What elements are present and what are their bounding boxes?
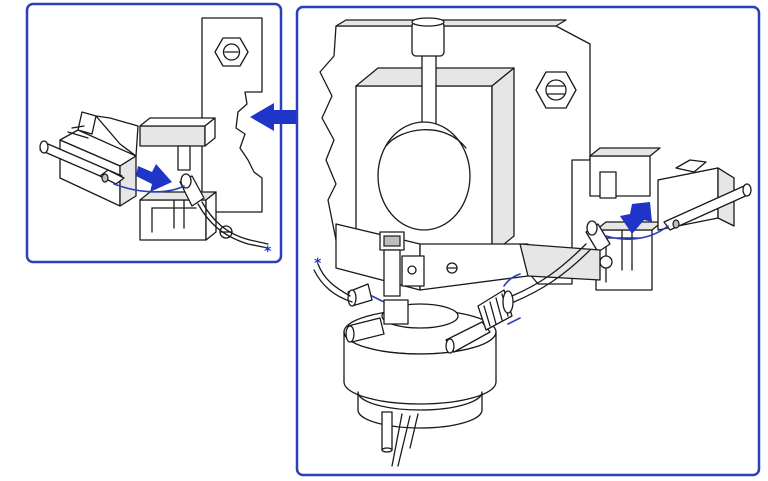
main-hex-nut [535, 71, 577, 109]
main-top-rod [411, 17, 445, 133]
detail-probe-rod [39, 140, 125, 185]
main-threaded-connector [477, 289, 514, 331]
detail-clamp-holder [59, 111, 139, 207]
detail-cable-marker: * [264, 244, 272, 260]
main-bottom-leads [381, 411, 419, 467]
main-cable-marker: * [314, 256, 322, 272]
detail-mounting-plate [201, 17, 263, 213]
main-right-wire [605, 225, 669, 240]
main-probe-rod [663, 183, 752, 231]
main-disc [377, 121, 471, 231]
main-insert-arrow [620, 202, 652, 234]
main-right-cable [511, 243, 587, 297]
detail-fitting [179, 173, 269, 249]
detail-upper-block [139, 117, 216, 171]
detail-wire [113, 183, 185, 193]
main-left-fitting [347, 231, 405, 307]
main-right-fitting [585, 220, 611, 253]
main-view-panel: * [295, 5, 761, 477]
detail-insert-arrow [136, 164, 172, 192]
detail-hex-nut [214, 37, 249, 67]
main-left-cable [317, 263, 351, 297]
detail-callout-panel: * [25, 2, 283, 264]
